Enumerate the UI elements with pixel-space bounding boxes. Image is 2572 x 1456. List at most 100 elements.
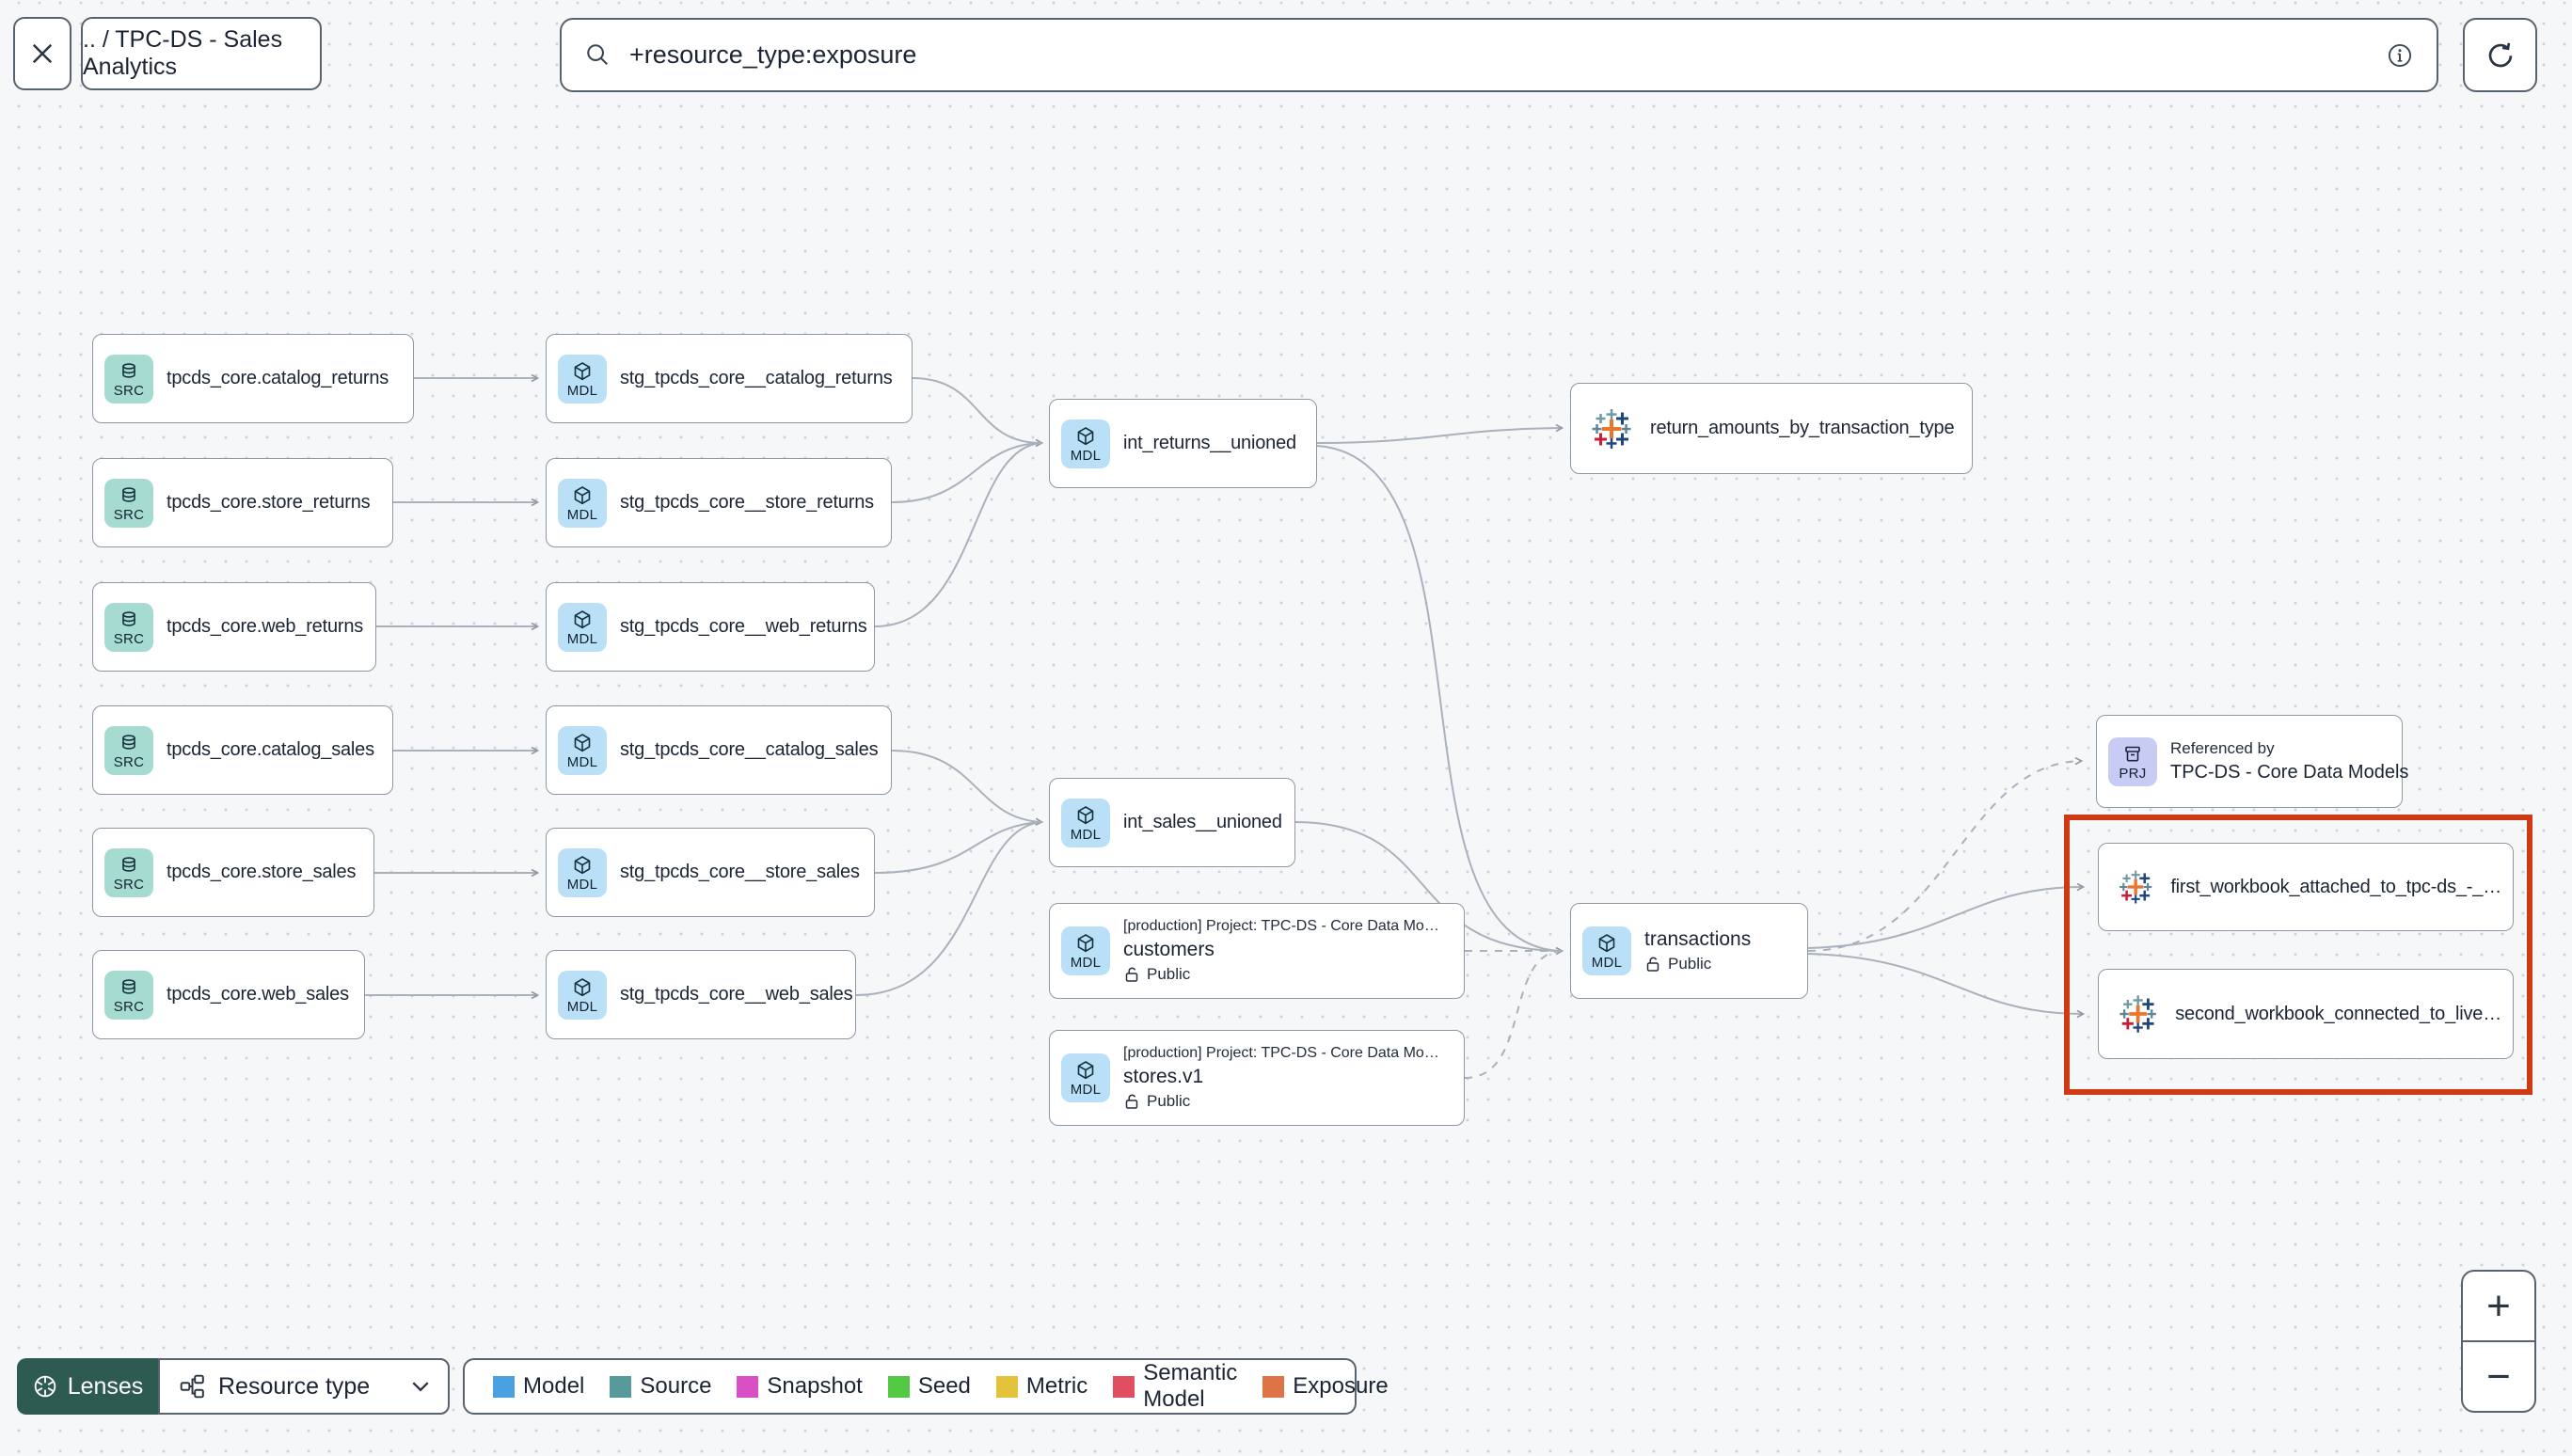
model-badge: MDL	[1061, 926, 1110, 975]
node-referenced-by-project[interactable]: PRJ Referenced by TPC-DS - Core Data Mod…	[2096, 715, 2409, 808]
access-label: Public	[1147, 1092, 1191, 1110]
unlock-icon	[1646, 957, 1659, 972]
legend-item-metric: Metric	[995, 1373, 1088, 1400]
resource-type-icon	[180, 1374, 204, 1399]
model-badge: MDL	[558, 725, 607, 775]
node-stores-v1[interactable]: MDL [production] Project: TPC-DS - Core …	[1049, 1030, 1465, 1126]
cube-icon	[574, 733, 591, 752]
close-button[interactable]	[13, 17, 71, 90]
node-title: customers	[1123, 939, 1215, 960]
model-badge: MDL	[1061, 1053, 1110, 1102]
project-badge: PRJ	[2108, 736, 2157, 786]
source-badge: SRC	[104, 602, 153, 652]
node-tpcds-core-store-returns[interactable]: SRC tpcds_core.store_returns	[92, 458, 393, 547]
zoom-in-button[interactable]: +	[2463, 1272, 2534, 1342]
model-badge: MDL	[558, 478, 607, 528]
cube-icon	[1598, 934, 1615, 953]
node-tpcds-core-web-returns[interactable]: SRC tpcds_core.web_returns	[92, 582, 376, 672]
info-icon[interactable]	[2386, 41, 2414, 70]
cube-icon	[574, 977, 591, 996]
node-int-sales-unioned[interactable]: MDL int_sales__unioned	[1049, 778, 1295, 867]
zoom-out-button[interactable]: −	[2463, 1342, 2534, 1411]
model-badge: MDL	[1061, 419, 1110, 468]
node-stg-tpcds-core-catalog-sales[interactable]: MDL stg_tpcds_core__catalog_sales	[546, 705, 892, 795]
node-first-workbook[interactable]: first_workbook_attached_to_tpc-ds_-_…	[2098, 843, 2514, 931]
metric-swatch	[995, 1375, 1018, 1398]
node-stg-tpcds-core-store-returns[interactable]: MDL stg_tpcds_core__store_returns	[546, 458, 892, 547]
access-label: Public	[1668, 955, 1712, 973]
cube-icon	[574, 361, 591, 380]
legend-item-model: Model	[493, 1373, 584, 1400]
lenses-button[interactable]: Lenses	[17, 1358, 158, 1415]
resource-type-legend: Model Source Snapshot Seed Metric Semant…	[463, 1358, 1389, 1415]
cube-icon	[574, 855, 591, 874]
model-badge: MDL	[558, 354, 607, 404]
project-name: TPC-DS - Core Data Models	[2170, 762, 2409, 783]
source-badge: SRC	[104, 970, 153, 1020]
access-row: Public	[1123, 1092, 1439, 1111]
node-tpcds-core-store-sales[interactable]: SRC tpcds_core.store_sales	[92, 828, 374, 917]
node-tpcds-core-web-sales[interactable]: SRC tpcds_core.web_sales	[92, 950, 365, 1039]
breadcrumb[interactable]: .. / TPC-DS - Sales Analytics	[81, 17, 322, 90]
search-input[interactable]	[627, 40, 2371, 71]
minus-icon: −	[2486, 1353, 2511, 1400]
database-icon	[122, 978, 135, 994]
access-row: Public	[1644, 955, 1751, 973]
database-icon	[122, 610, 135, 626]
database-icon	[122, 486, 135, 502]
node-customers[interactable]: MDL [production] Project: TPC-DS - Core …	[1049, 903, 1465, 999]
unlock-icon	[1125, 1094, 1138, 1109]
snapshot-swatch	[737, 1375, 759, 1398]
referenced-by-label: Referenced by	[2170, 739, 2275, 757]
model-badge: MDL	[1061, 798, 1110, 847]
cube-icon	[1077, 426, 1094, 445]
cube-icon	[1077, 805, 1094, 824]
exposure-swatch	[1262, 1375, 1285, 1398]
source-badge: SRC	[104, 847, 153, 897]
model-badge: MDL	[558, 970, 607, 1020]
node-int-returns-unioned[interactable]: MDL int_returns__unioned	[1049, 399, 1317, 488]
cube-icon	[574, 609, 591, 628]
unlock-icon	[1125, 967, 1138, 982]
legend-item-semantic-model: Semantic Model	[1113, 1360, 1237, 1413]
resource-type-dropdown[interactable]: Resource type	[158, 1358, 450, 1415]
node-context: [production] Project: TPC-DS - Core Data…	[1123, 1045, 1439, 1061]
tableau-icon	[1592, 408, 1631, 449]
database-icon	[122, 734, 135, 750]
search-bar[interactable]	[560, 18, 2438, 92]
tableau-icon	[2120, 995, 2156, 1033]
cube-icon	[1077, 1061, 1094, 1080]
node-stg-tpcds-core-catalog-returns[interactable]: MDL stg_tpcds_core__catalog_returns	[546, 334, 913, 423]
node-transactions[interactable]: MDL transactions Public	[1570, 903, 1808, 999]
node-stg-tpcds-core-store-sales[interactable]: MDL stg_tpcds_core__store_sales	[546, 828, 875, 917]
lenses-label: Lenses	[67, 1372, 144, 1400]
seed-swatch	[887, 1375, 910, 1398]
refresh-icon	[2488, 42, 2512, 67]
node-context: [production] Project: TPC-DS - Core Data…	[1123, 918, 1439, 934]
search-icon	[587, 43, 608, 65]
tableau-icon	[2120, 870, 2152, 904]
node-tpcds-core-catalog-sales[interactable]: SRC tpcds_core.catalog_sales	[92, 705, 393, 795]
source-swatch	[610, 1375, 632, 1398]
legend-item-source: Source	[610, 1373, 711, 1400]
cube-icon	[1077, 934, 1094, 953]
model-badge: MDL	[558, 847, 607, 897]
model-badge: MDL	[558, 602, 607, 652]
source-badge: SRC	[104, 725, 153, 775]
node-stg-tpcds-core-web-returns[interactable]: MDL stg_tpcds_core__web_returns	[546, 582, 875, 672]
database-icon	[122, 856, 135, 872]
access-row: Public	[1123, 965, 1439, 984]
refresh-button[interactable]	[2463, 18, 2537, 92]
source-badge: SRC	[104, 354, 153, 404]
model-badge: MDL	[1582, 926, 1631, 975]
node-title: transactions	[1644, 928, 1752, 950]
plus-icon: +	[2486, 1282, 2511, 1329]
node-tpcds-core-catalog-returns[interactable]: SRC tpcds_core.catalog_returns	[92, 334, 414, 423]
archive-icon	[2125, 746, 2140, 761]
node-return-amounts-by-transaction-type[interactable]: return_amounts_by_transaction_type	[1570, 383, 1973, 474]
close-icon	[32, 43, 53, 64]
model-swatch	[493, 1375, 515, 1398]
node-stg-tpcds-core-web-sales[interactable]: MDL stg_tpcds_core__web_sales	[546, 950, 856, 1039]
node-second-workbook[interactable]: second_workbook_connected_to_live…	[2098, 969, 2514, 1059]
